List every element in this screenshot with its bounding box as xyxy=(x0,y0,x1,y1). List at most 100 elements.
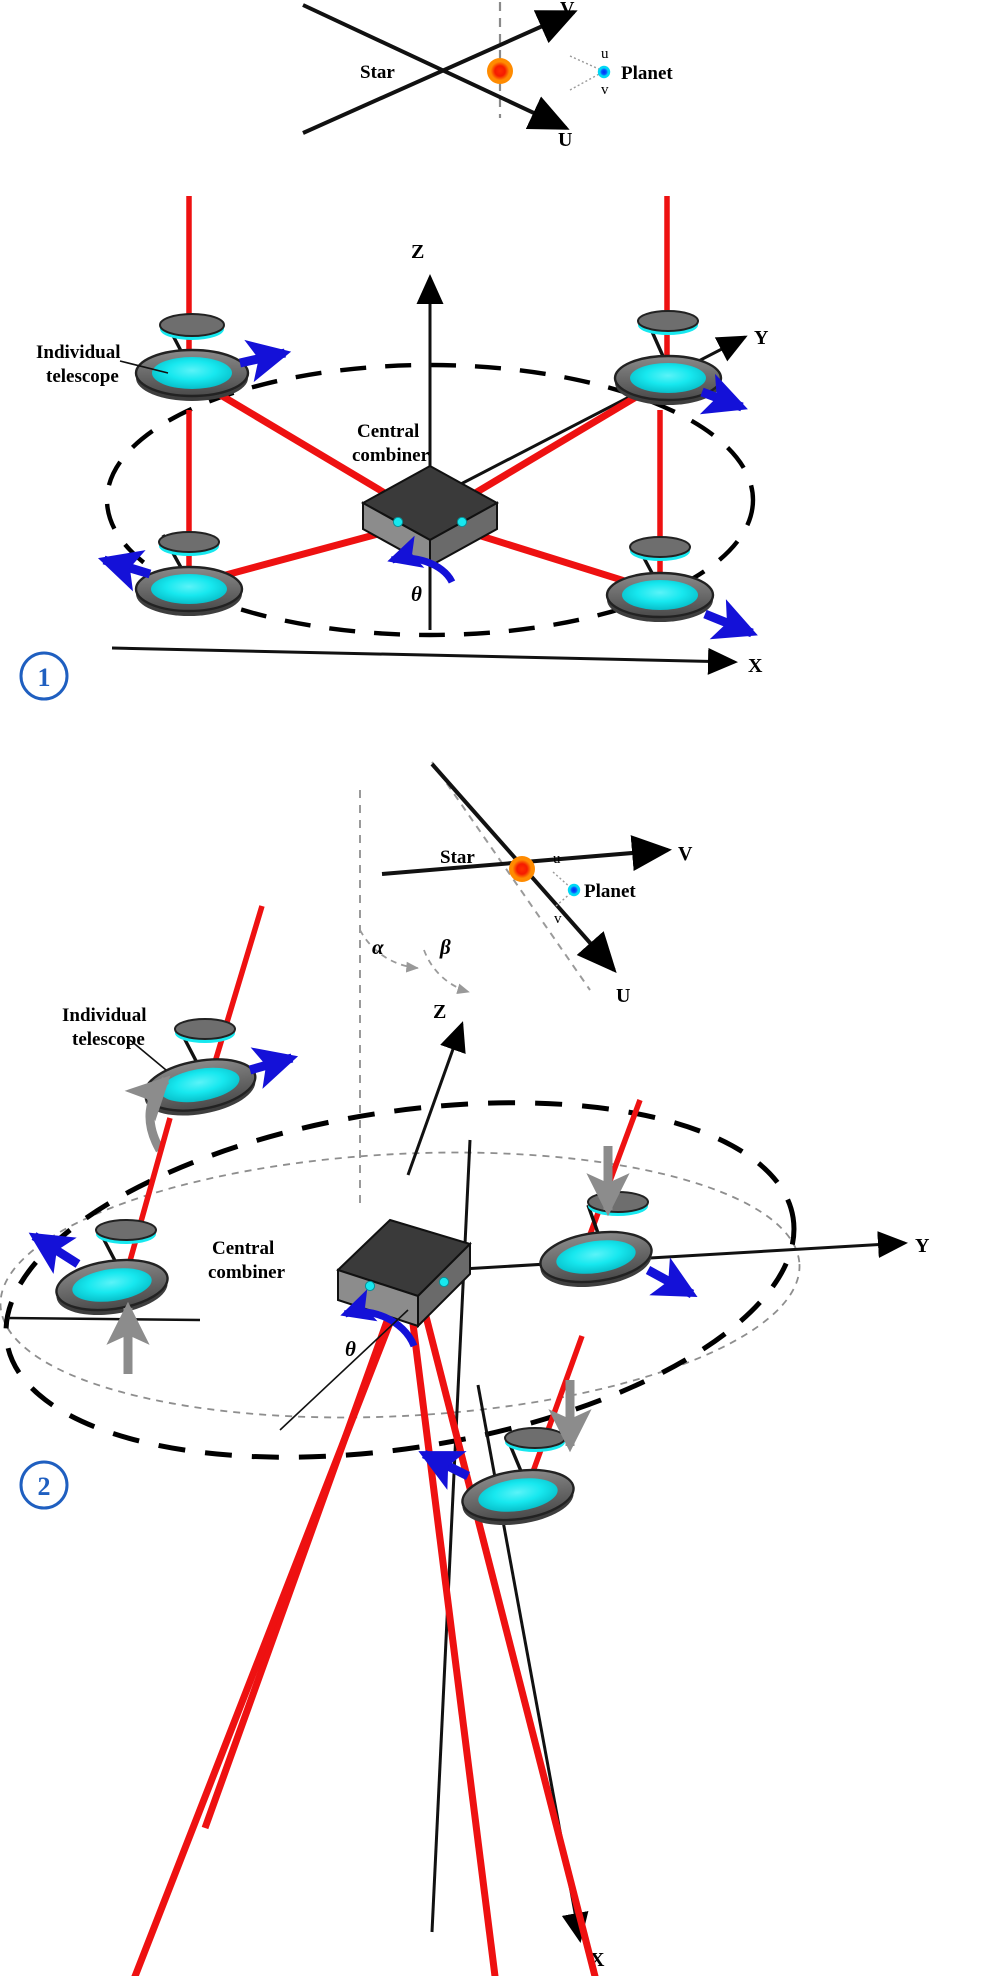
central-combiner-label-line2: combiner xyxy=(352,445,430,466)
star-icon-2 xyxy=(512,859,532,879)
inset-axis-v-label: V xyxy=(560,0,575,20)
secondary-mirror-2-2 xyxy=(95,1219,157,1241)
badge-circle-2 xyxy=(19,1460,69,1510)
axis-y-label: Y xyxy=(754,327,769,349)
combiner-port-left-icon-2 xyxy=(364,1280,376,1292)
badge-circle-1 xyxy=(19,651,69,701)
motion-arrow-2-1 xyxy=(248,1047,299,1089)
axis-x-label: X xyxy=(748,655,763,677)
axis-left-extension xyxy=(7,1316,201,1322)
telescope-upper-right[interactable] xyxy=(613,196,748,415)
inset-coord-v-label: v xyxy=(601,82,609,98)
primary-mirror-2-3 xyxy=(556,1240,636,1274)
motion-arrow-2-3 xyxy=(645,1257,698,1298)
telescope-lower-left[interactable] xyxy=(97,410,244,616)
inset-axis-v-line xyxy=(302,10,578,135)
inset-star-label: Star xyxy=(360,62,395,83)
planet-icon xyxy=(599,67,609,77)
theta-arc-arrow xyxy=(387,535,456,584)
theta-arc-arrow-2 xyxy=(340,1289,418,1348)
telescope-2-beam-up-3 xyxy=(585,1099,643,1241)
badge-number-2: 2 xyxy=(38,1472,51,1501)
inset-coord-u-label-2: u xyxy=(553,851,561,867)
inset-projection-v-line xyxy=(569,72,602,91)
motion-arrow-4 xyxy=(703,599,758,640)
inset-uv-plane-panel2: V U Star Planet u v xyxy=(359,761,693,1210)
beta-label: β xyxy=(439,935,451,959)
primary-mirror-1 xyxy=(152,357,232,389)
array-orbit-ellipse xyxy=(104,362,756,638)
inset-axis-u-label: U xyxy=(558,129,572,151)
inset-axis-u-line xyxy=(302,3,570,130)
inset-planet-label: Planet xyxy=(621,63,673,84)
individual-telescope-label-line2-2: telescope xyxy=(72,1029,145,1050)
panel-1-number-badge: 1 xyxy=(19,651,69,701)
combiner-right-face xyxy=(429,501,498,568)
telescope-2-right[interactable] xyxy=(537,1099,698,1298)
axes-panel1: Z Y X xyxy=(111,241,769,677)
combiner-port-right-icon xyxy=(456,516,468,528)
telescope-2-beam-up-1 xyxy=(209,905,265,1073)
inset-tilted-reference-line-2 xyxy=(431,761,591,991)
primary-mirror-3 xyxy=(151,574,227,604)
central-combiner-label-line2-2: combiner xyxy=(208,1262,286,1283)
tilt-arrow-2-1 xyxy=(124,1075,171,1153)
axis-z-line-2 xyxy=(406,1021,466,1176)
inset-projection-u-line xyxy=(569,55,602,71)
panel-2-tilted-configuration: V U Star Planet u v α β Z Y X xyxy=(0,740,1002,1976)
motion-arrow-2-2 xyxy=(28,1232,81,1275)
star-icon xyxy=(490,61,510,81)
central-combiner-panel1[interactable] xyxy=(360,464,500,568)
telescope-callout-line-panel2 xyxy=(129,1039,167,1071)
telescope-lower-right[interactable] xyxy=(605,410,758,640)
inset-coord-v-label-2: v xyxy=(554,911,562,927)
primary-mirror-2-1 xyxy=(160,1067,240,1103)
inset-axis-u-label-2: U xyxy=(616,985,630,1007)
inset-coord-u-label: u xyxy=(601,46,609,62)
panel-2-number-badge: 2 xyxy=(19,1460,69,1510)
theta-leader-line xyxy=(279,1309,409,1431)
central-combiner-label-line1-2: Central xyxy=(212,1238,274,1259)
telescope-callout-line-panel1 xyxy=(119,360,169,374)
reference-plane-ellipse xyxy=(0,1151,801,1419)
inset-uv-plane-panel1: V U Star Planet u v xyxy=(302,0,673,151)
secondary-mirror-2 xyxy=(637,310,699,332)
inset-projection-v-line-2 xyxy=(555,891,573,907)
secondary-mirror-1 xyxy=(159,313,225,337)
telescope-2-bottom[interactable] xyxy=(418,1335,592,1532)
individual-telescope-label-line1: Individual xyxy=(36,342,121,363)
axis-y-label-2: Y xyxy=(915,1235,930,1257)
beam-lines-panel2 xyxy=(131,1283,599,1976)
secondary-mirror-2-4 xyxy=(504,1427,566,1449)
alpha-label: α xyxy=(372,935,384,959)
secondary-mirror-2-1 xyxy=(174,1018,236,1040)
alpha-arc xyxy=(359,929,419,973)
tilted-array-orbit-ellipse xyxy=(3,1100,797,1460)
tilt-angle-indicators: α β xyxy=(359,929,470,994)
individual-telescope-label-line1-2: Individual xyxy=(62,1005,147,1026)
motion-arrow-2-4 xyxy=(418,1449,471,1490)
primary-mirror-2-4 xyxy=(478,1478,558,1512)
primary-mirror-2 xyxy=(630,363,706,393)
telescope-2-beam-up-2 xyxy=(125,1117,173,1269)
telescope-2-upper-left[interactable] xyxy=(124,905,299,1153)
axis-z-label: Z xyxy=(411,241,424,263)
individual-telescope-label-line2: telescope xyxy=(46,366,119,387)
telescope-upper-left[interactable] xyxy=(134,196,292,401)
theta-rotation-indicator-panel2: θ xyxy=(279,1289,418,1431)
telescope-2-beam-up-4 xyxy=(527,1335,585,1481)
central-combiner-panel2[interactable] xyxy=(336,1218,472,1329)
beam-line-telescope-2-4 xyxy=(406,1299,499,1976)
motion-arrow-3 xyxy=(97,550,152,592)
combiner-port-right-icon-2 xyxy=(438,1276,450,1288)
secondary-mirror-4 xyxy=(629,536,691,558)
motion-arrow-2 xyxy=(699,373,748,415)
axis-x-line xyxy=(111,646,738,675)
axis-z-label-2: Z xyxy=(433,1001,446,1023)
inset-axis-v-label-2: V xyxy=(678,843,693,865)
inset-planet-label-2: Planet xyxy=(584,881,636,902)
combiner-port-left-icon xyxy=(392,516,404,528)
beam-line-telescope-2-3 xyxy=(416,1292,599,1976)
telescope-2-left[interactable] xyxy=(28,1117,173,1374)
theta-label-2: θ xyxy=(345,1337,356,1361)
